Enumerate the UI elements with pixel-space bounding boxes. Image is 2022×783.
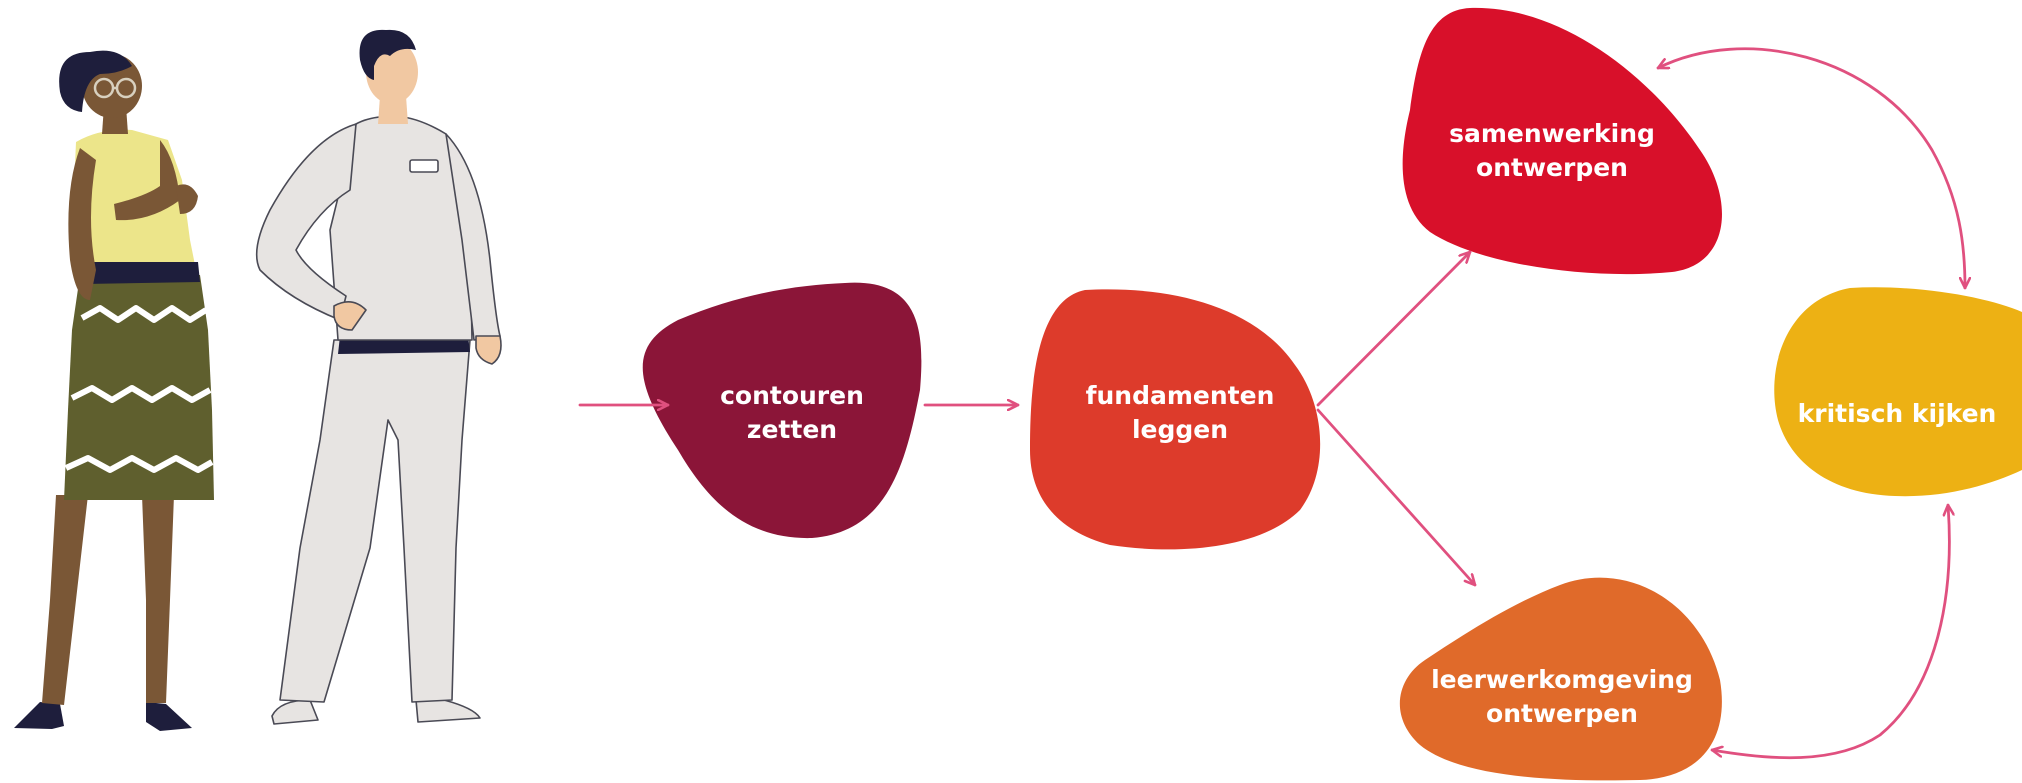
man-figure <box>255 29 502 725</box>
label-samenwerking-line2: ontwerpen <box>1476 153 1628 182</box>
man-neck <box>378 96 408 124</box>
woman-belt <box>84 262 200 284</box>
label-leerwerk-line2: ontwerpen <box>1486 699 1638 728</box>
woman-right-arm <box>114 140 180 221</box>
woman-left-leg <box>42 495 88 705</box>
man-right-hand <box>475 335 502 365</box>
man-right-arm <box>445 133 501 341</box>
label-fundamenten-line1: fundamenten <box>1086 381 1275 410</box>
name-badge <box>409 159 439 173</box>
label-contouren-line2: zetten <box>747 415 837 444</box>
label-samenwerking-line1: samenwerking <box>1449 119 1655 148</box>
arrow-fundamenten-to-leerwerk <box>1316 408 1477 587</box>
woman-skirt <box>64 275 214 500</box>
woman-hand <box>176 184 198 214</box>
blob-fundamenten <box>1030 289 1321 550</box>
label-leerwerk-line1: leerwerkomgeving <box>1431 665 1693 694</box>
glasses-icon <box>93 77 137 99</box>
blob-samenwerking <box>1402 7 1722 275</box>
man-left-shoe <box>271 699 319 725</box>
man-left-arm <box>255 123 357 321</box>
woman-right-shoe <box>146 702 192 731</box>
arrow-fundamenten-to-samenwerking <box>1316 250 1472 407</box>
arrow-samenwerking-kritisch <box>1656 47 1965 290</box>
blob-leerwerk <box>1399 577 1722 781</box>
skirt-zigzag-pattern <box>64 305 214 473</box>
label-kritisch: kritisch kijken <box>1798 399 1997 428</box>
blob-kritisch <box>1774 287 2022 497</box>
label-fundamenten-line2: leggen <box>1132 415 1228 444</box>
man-right-shoe <box>415 699 481 723</box>
woman-left-shoe <box>14 702 64 729</box>
man-pants <box>279 339 471 703</box>
woman-left-arm <box>68 148 96 300</box>
arrow-kritisch-leerwerk <box>1710 503 1949 760</box>
blob-contouren <box>642 282 922 539</box>
woman-figure <box>14 50 214 731</box>
woman-hair <box>59 50 133 112</box>
label-contouren-line1: contouren <box>720 381 864 410</box>
woman-right-leg <box>142 495 174 703</box>
man-hair <box>359 29 416 80</box>
man-left-hand <box>333 301 367 331</box>
